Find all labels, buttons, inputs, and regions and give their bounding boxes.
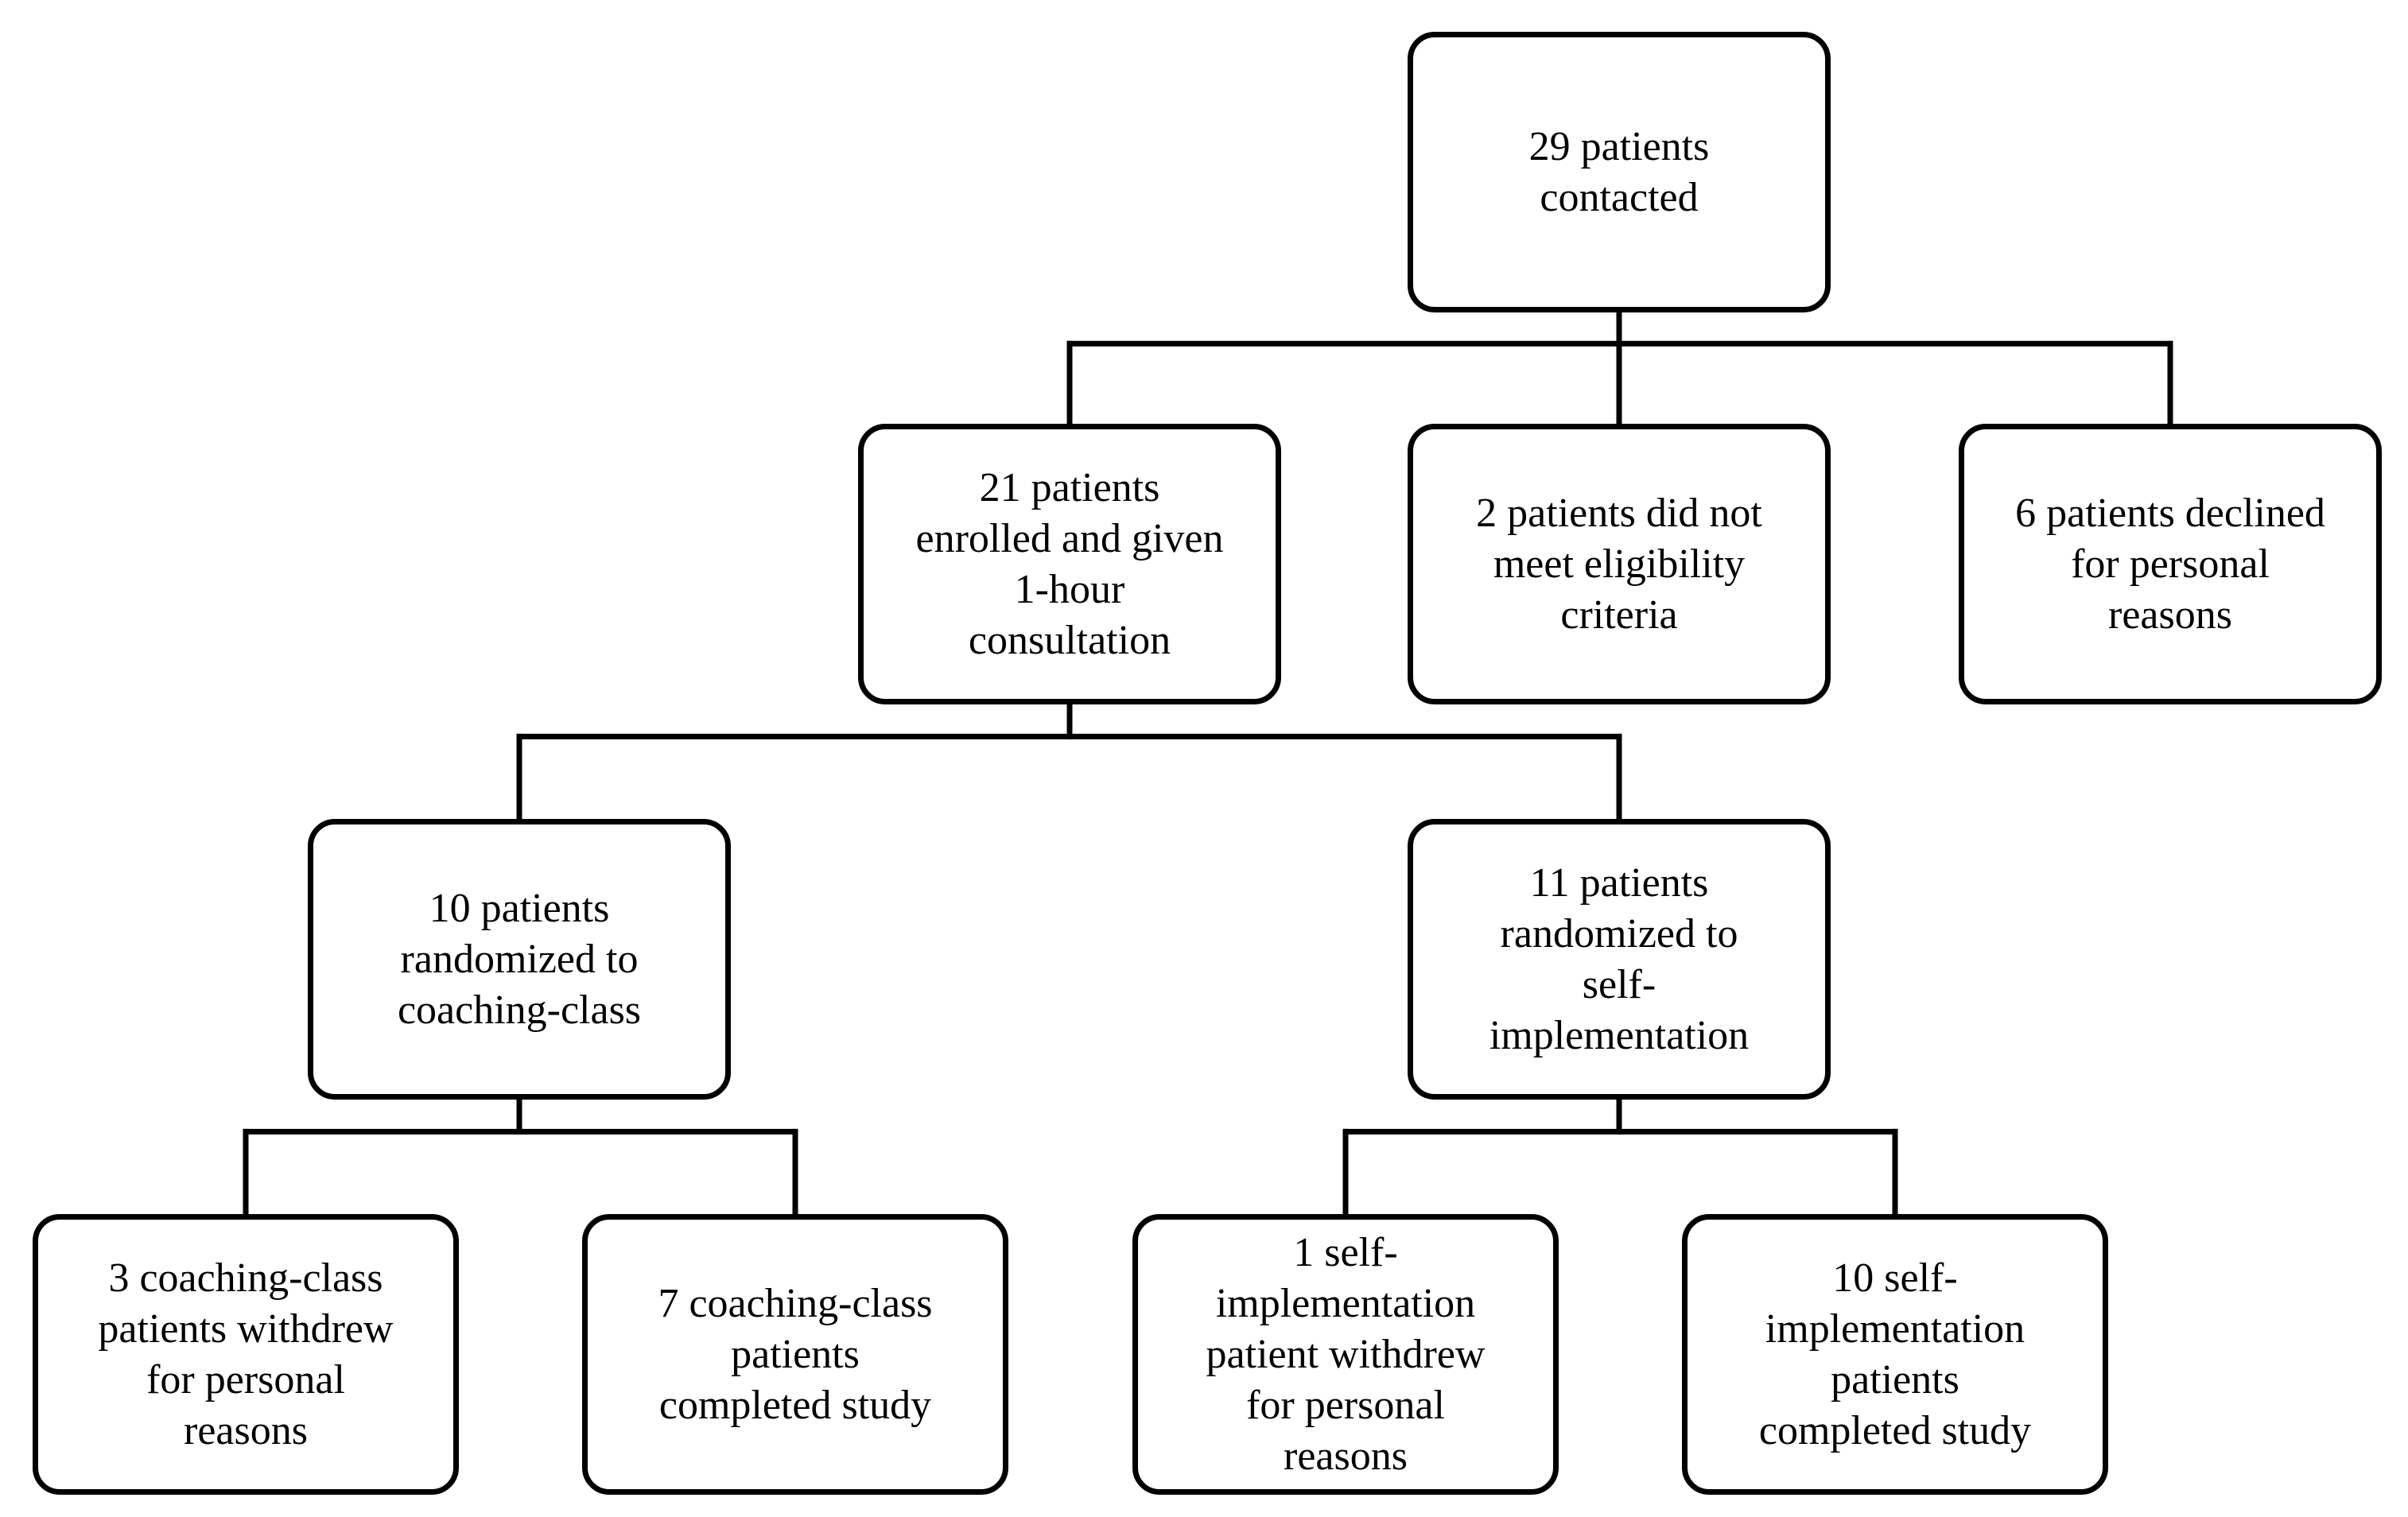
node-label: 29 patients contacted [1528,123,1710,220]
node-patients-contacted: 29 patients contacted [1408,32,1831,312]
node-label: 2 patients did not meet eligibility crit… [1476,490,1762,638]
node-coaching-class-completed: 7 coaching-class patients completed stud… [582,1214,1008,1495]
node-label: 3 coaching-class patients withdrew for p… [98,1255,394,1453]
node-patients-ineligible: 2 patients did not meet eligibility crit… [1408,424,1831,704]
node-label: 10 self- implementation patients complet… [1758,1255,2032,1453]
node-patients-enrolled: 21 patients enrolled and given 1-hour co… [858,424,1281,704]
node-label: 11 patients randomized to self- implemen… [1489,859,1750,1058]
node-randomized-coaching-class: 10 patients randomized to coaching-class [308,819,731,1100]
node-self-implementation-withdrew: 1 self- implementation patient withdrew … [1132,1214,1559,1495]
node-patients-declined: 6 patients declined for personal reasons [1959,424,2382,704]
node-label: 6 patients declined for personal reasons [2015,490,2325,638]
node-label: 21 patients enrolled and given 1-hour co… [915,464,1224,663]
node-label: 7 coaching-class patients completed stud… [658,1280,933,1428]
node-label: 10 patients randomized to coaching-class [397,885,642,1033]
node-randomized-self-implementation: 11 patients randomized to self- implemen… [1408,819,1831,1100]
node-label: 1 self- implementation patient withdrew … [1206,1229,1486,1479]
node-coaching-class-withdrew: 3 coaching-class patients withdrew for p… [33,1214,459,1495]
node-self-implementation-completed: 10 self- implementation patients complet… [1682,1214,2108,1495]
